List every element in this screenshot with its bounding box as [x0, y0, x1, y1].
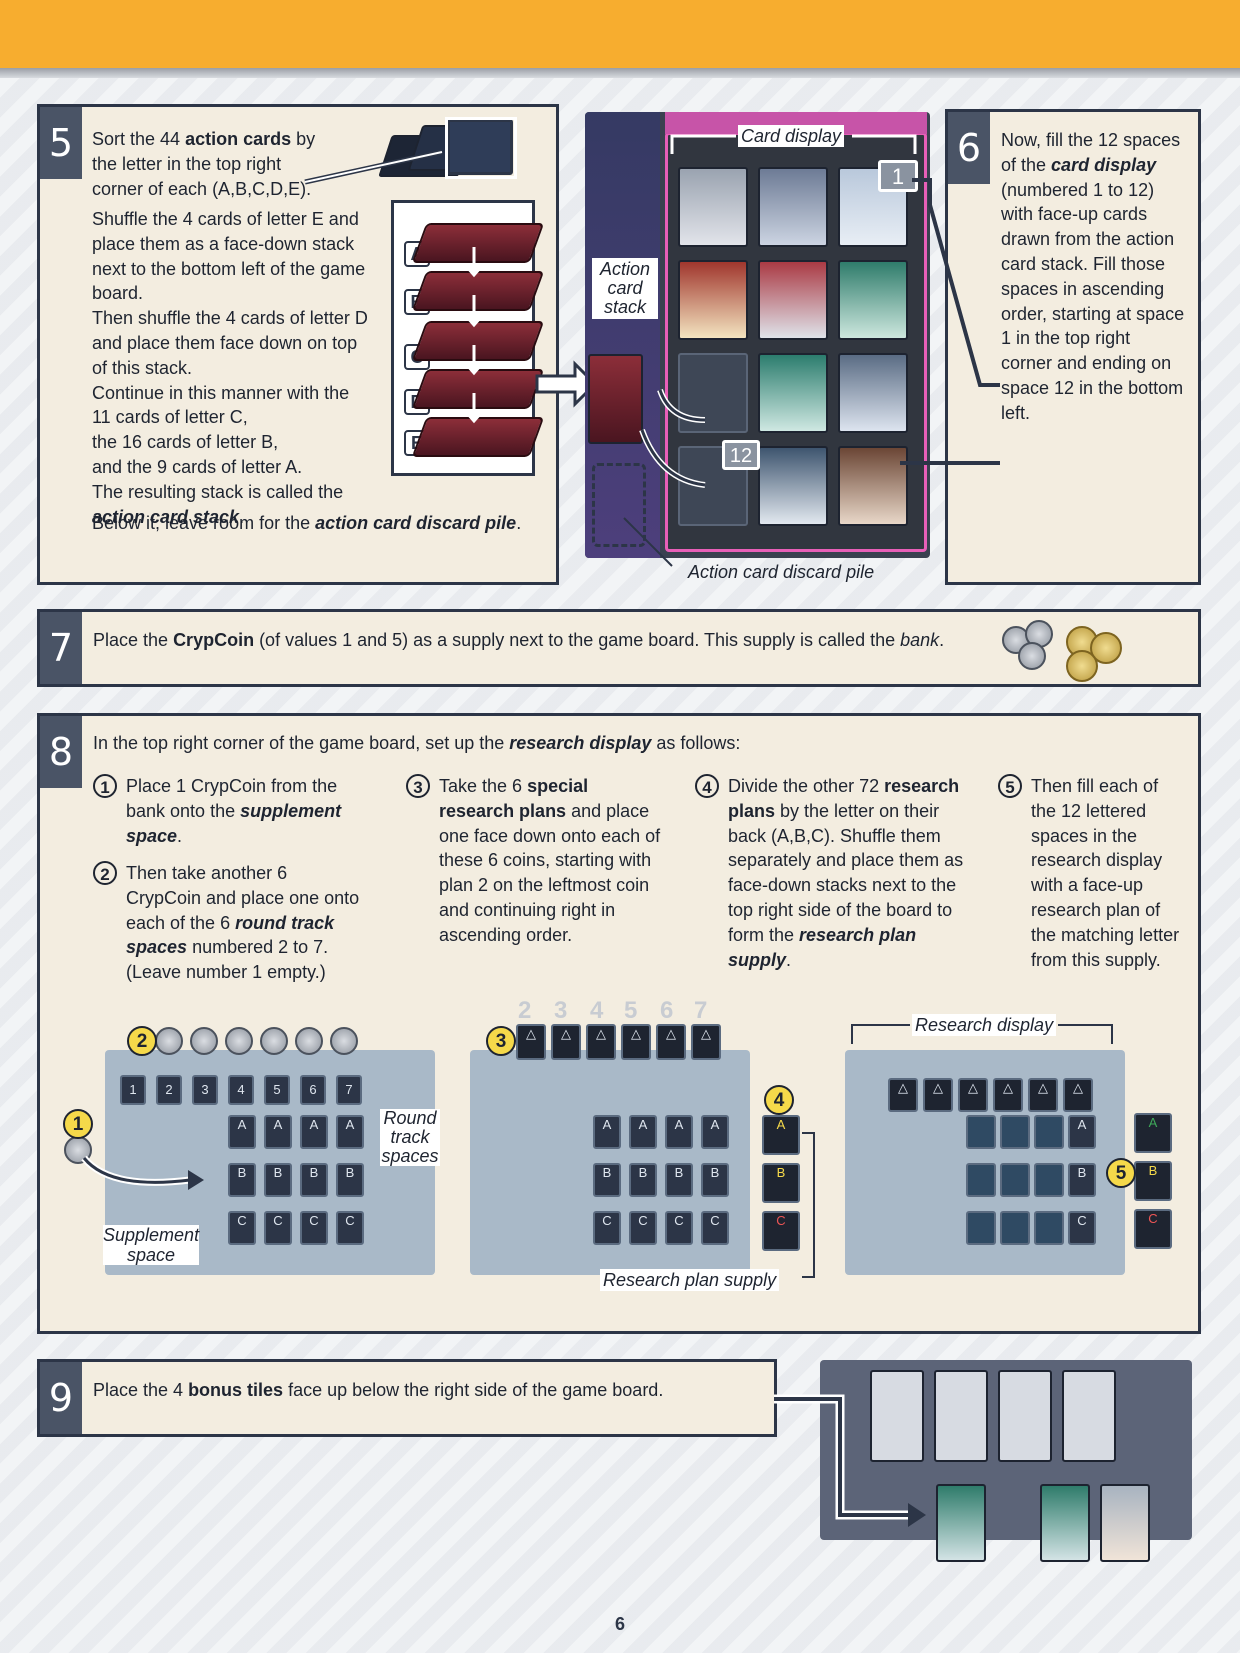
special-plans-row: △ △ △ △ △ △ — [516, 1024, 726, 1060]
display-card — [838, 446, 908, 526]
step-6-number: 6 — [948, 112, 990, 184]
substep-4: 4 Divide the other 72 research plans by … — [695, 774, 965, 972]
research-display-supply: A B C — [1134, 1113, 1174, 1253]
round-track-label: Round track spaces — [380, 1108, 440, 1166]
slot-1-marker: 1 — [878, 160, 918, 192]
step-5-discard-note: Below it, leave room for the action card… — [92, 513, 522, 533]
coin-5 — [1066, 650, 1098, 682]
discard-pile-label: Action card discard pile — [688, 562, 875, 582]
callout-4: 4 — [764, 1085, 794, 1115]
step-5-box: 5 Sort the 44 action cards by the letter… — [37, 104, 598, 585]
research-plan-supply-stacks: A B C — [762, 1115, 802, 1255]
callout-3: 3 — [486, 1026, 516, 1056]
bonus-cards-row — [936, 1484, 1156, 1564]
step-9-pointer — [774, 1394, 926, 1527]
step-9-box: 9 Place the 4 bonus tiles face up below … — [37, 1359, 777, 1437]
substep-3: 3 Take the 6 special research plans and … — [406, 774, 666, 948]
board-1-coins — [155, 1027, 365, 1057]
supply-bracket — [802, 1132, 815, 1278]
substep-2: 2 Then take another 6 CrypCoin and place… — [93, 861, 363, 985]
research-display-filled: A B C — [966, 1115, 1106, 1250]
card-display-label: Card display — [738, 125, 845, 147]
substep-2-number: 2 — [93, 861, 117, 885]
card-display-grid — [678, 165, 923, 540]
substep-4-number: 4 — [695, 774, 719, 798]
research-plan-supply-label: Research plan supply — [600, 1269, 780, 1291]
board-top-pink — [665, 112, 927, 134]
step-8-number: 8 — [40, 716, 82, 788]
action-card-back-illustration — [378, 117, 517, 179]
display-card — [758, 353, 828, 433]
stacking-diagram: A B C D E — [391, 200, 545, 476]
slot-12-marker: 12 — [722, 440, 760, 470]
callout-2: 2 — [127, 1026, 157, 1056]
step-5-body: Shuffle the 4 cards of letter E and plac… — [92, 209, 368, 527]
callout-1: 1 — [63, 1109, 93, 1139]
coin-5 — [1090, 632, 1122, 664]
coin-1 — [1018, 642, 1046, 670]
display-card — [838, 260, 908, 340]
step-6-text: Now, fill the 12 spaces of the card disp… — [1001, 130, 1185, 423]
board-1-grid: A A A A B B B B C C C C — [228, 1115, 388, 1250]
research-display-label: Research display — [912, 1014, 1057, 1036]
supplement-label: Supplement space — [103, 1225, 200, 1265]
display-card — [678, 167, 748, 247]
substep-3-number: 3 — [406, 774, 430, 798]
step-9-text: Place the 4 bonus tiles face up below th… — [93, 1380, 664, 1400]
header-shadow — [0, 68, 1240, 78]
step-5-intro: Sort the 44 action cards by the letter i… — [92, 129, 316, 199]
action-card-stack-label: Action card stack — [592, 258, 658, 319]
discard-pile-outline — [592, 463, 646, 547]
callout-5: 5 — [1106, 1158, 1136, 1188]
board-1-track: 1 2 3 4 5 6 7 — [120, 1075, 370, 1105]
down-arrows — [465, 247, 483, 424]
board-left-strip — [585, 112, 660, 558]
step-9-number: 9 — [40, 1362, 82, 1434]
display-card — [838, 353, 908, 433]
step-6-box: 6 Now, fill the 12 spaces of the card di… — [945, 109, 1201, 585]
step-7-box: 7 Place the CrypCoin (of values 1 and 5)… — [37, 609, 1201, 687]
step-5-pointer — [304, 149, 443, 185]
display-card — [758, 167, 828, 247]
step-8-intro: In the top right corner of the game boar… — [93, 733, 741, 753]
board-2-grid: A A A A B B B B C C C C — [593, 1115, 733, 1250]
action-card-stack — [588, 354, 643, 444]
display-card — [758, 260, 828, 340]
empty-slot — [678, 353, 748, 433]
step-7-text: Place the CrypCoin (of values 1 and 5) a… — [93, 630, 945, 650]
supplement-arrow — [81, 1155, 204, 1190]
special-plan-numbers: 2 3 4 5 6 7 — [518, 997, 708, 1024]
bonus-tiles-row — [870, 1370, 1116, 1470]
substep-5: 5 Then fill each of the 12 lettered spac… — [998, 774, 1188, 972]
stack-arrows — [623, 388, 706, 567]
header-bar — [0, 0, 1240, 68]
empty-slot — [678, 446, 748, 526]
substep-1: 1 Place 1 CrypCoin from the bank onto th… — [93, 774, 363, 848]
display-card — [758, 446, 828, 526]
step-7-number: 7 — [40, 612, 82, 684]
step-6-pointers — [900, 178, 1000, 465]
substep-5-number: 5 — [998, 774, 1022, 798]
card-display-bracket — [670, 134, 917, 154]
page-number: 6 — [614, 1614, 625, 1634]
step-5-number: 5 — [40, 107, 82, 179]
research-display-top-row: △ △ △ △ △ △ — [888, 1078, 1098, 1112]
substep-1-number: 1 — [93, 774, 117, 798]
research-display-bracket — [851, 1024, 1113, 1044]
display-card — [678, 260, 748, 340]
